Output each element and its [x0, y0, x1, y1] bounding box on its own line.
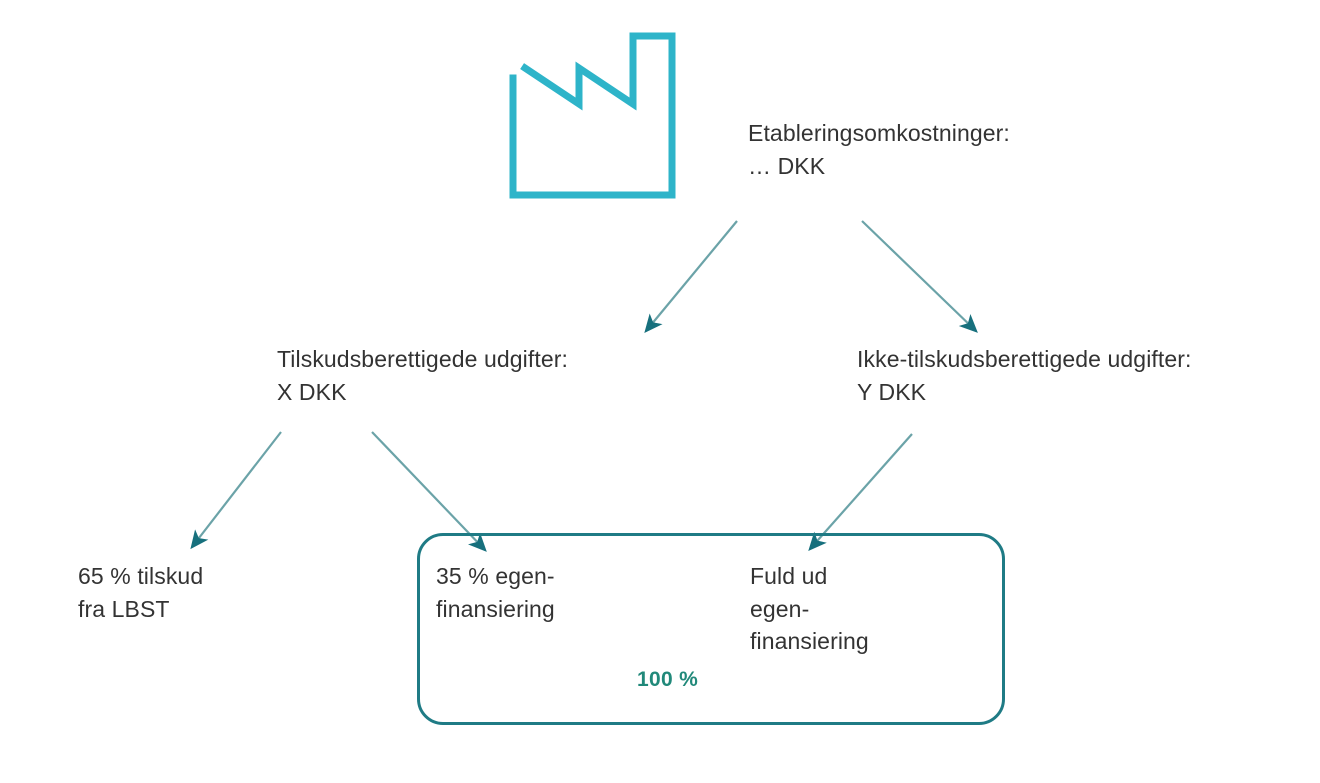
- arrow-ineligible-to-full-self-financing: [808, 433, 913, 551]
- factory-icon-outline: [509, 32, 676, 199]
- factory-icon: [509, 32, 676, 199]
- node-subsidy-lbst: 65 % tilskud fra LBST: [78, 563, 204, 622]
- node-ineligible-expenses: Ikke-tilskudsberettigede udgifter: Y DKK: [857, 346, 1192, 405]
- node-full-self-financing: Fuld ud egen- finansiering: [750, 563, 869, 655]
- self-financing-box: [417, 533, 1005, 725]
- node-hundred-percent: 100 %: [637, 668, 699, 691]
- node-self-financing-35: 35 % egen- finansiering: [436, 563, 555, 622]
- arrow-total-to-eligible: [644, 220, 738, 334]
- node-eligible-expenses: Tilskudsberettigede udgifter: X DKK: [277, 346, 568, 405]
- arrow-eligible-to-subsidy: [190, 431, 282, 550]
- node-total-cost: Etableringsomkostninger: … DKK: [748, 120, 1010, 179]
- arrow-total-to-ineligible: [861, 220, 978, 333]
